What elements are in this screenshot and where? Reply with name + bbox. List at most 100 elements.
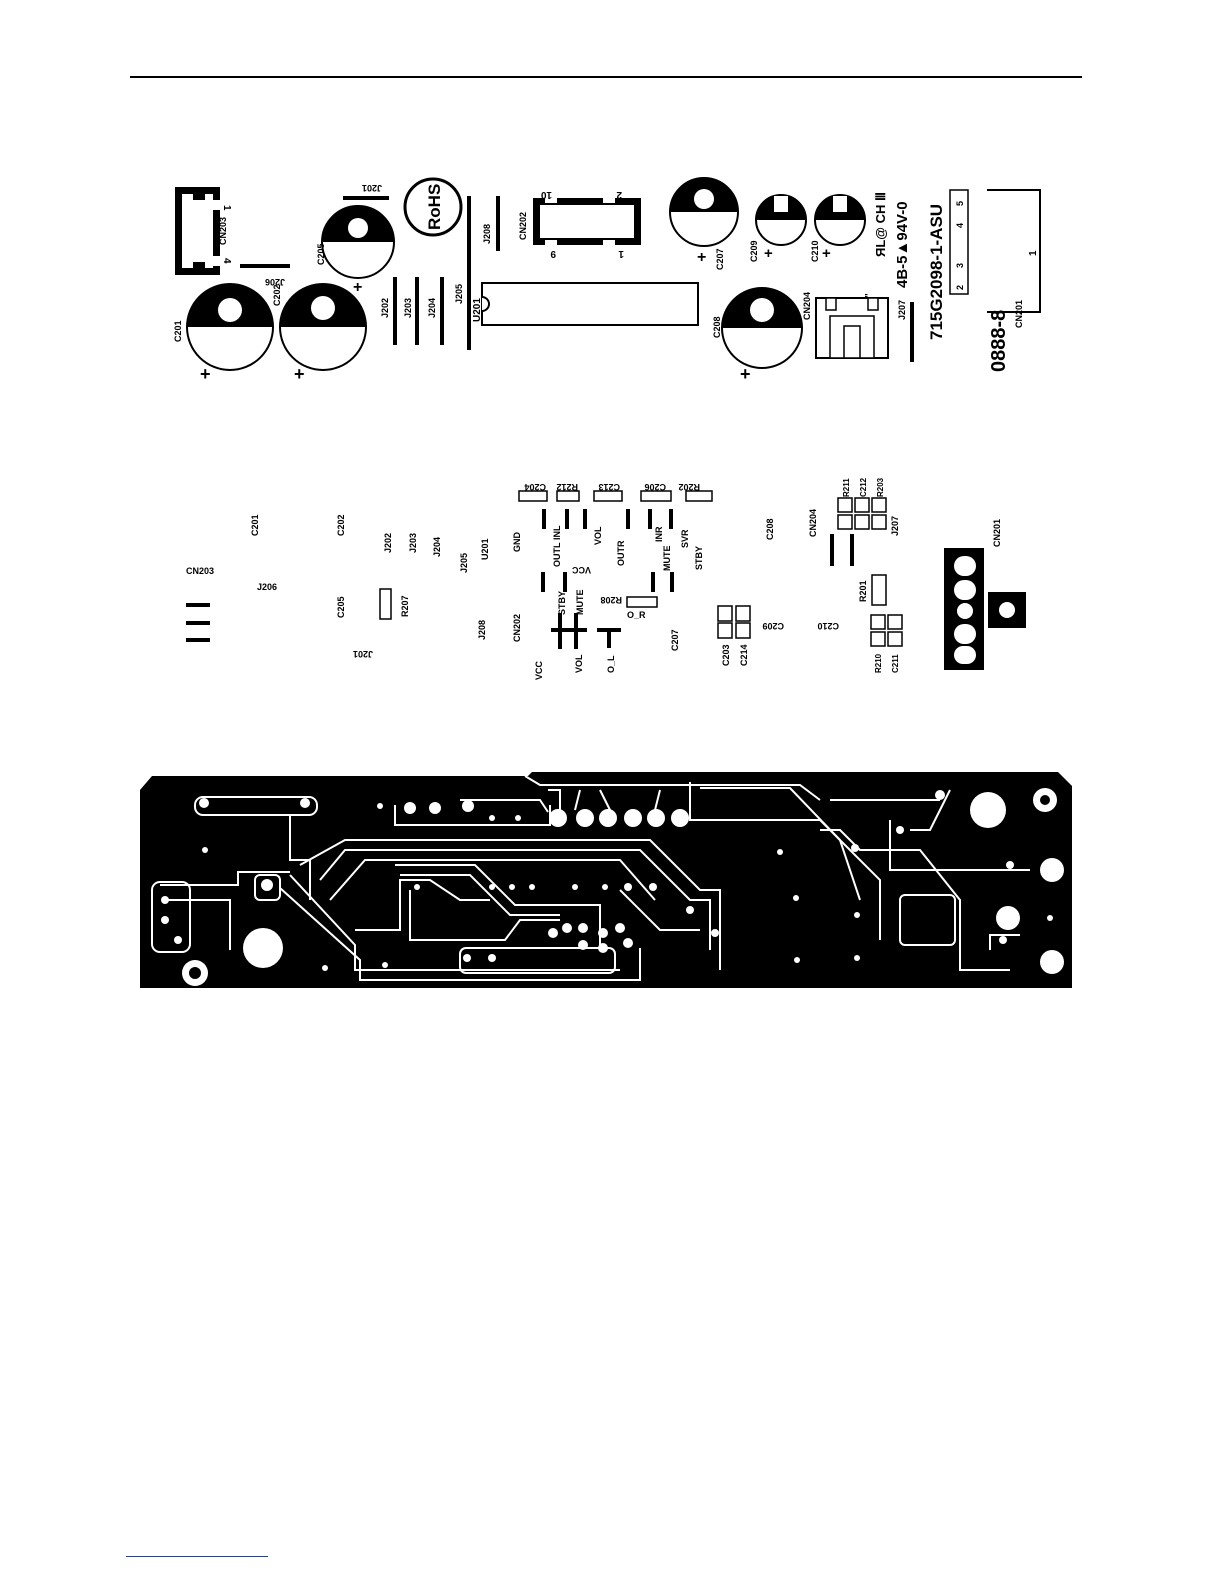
silkscreen-bottom-view: CN203 C201 J206 C202 C205 R207 J201 J202… <box>186 477 1026 680</box>
c208-top-label: C208 <box>712 316 722 338</box>
resistor-r211-pad <box>837 514 853 530</box>
resistor-r212-pad <box>556 490 580 502</box>
c202-top-label: C202 <box>272 284 282 306</box>
svg-text:+: + <box>353 279 362 296</box>
jumper-j207 <box>910 302 914 362</box>
cn201-bottom-label: CN201 <box>992 519 1002 547</box>
cn203-pad-2 <box>186 621 210 625</box>
cn203-bottom-label: CN203 <box>186 566 214 576</box>
stby-right-net-label: STBY <box>694 546 704 570</box>
u201-pad-mark <box>651 572 655 592</box>
j206-bottom-label: J206 <box>257 582 277 592</box>
c209-top-label: C209 <box>749 240 759 262</box>
c210-top-label: C210 <box>810 240 820 262</box>
r210-bottom-label: R210 <box>874 653 883 673</box>
u201-pad-mark <box>541 572 545 592</box>
j208-top-label: J208 <box>482 224 492 244</box>
j203-top-label: J203 <box>403 298 413 318</box>
flammability-rating: 4B-5▲94V-0 <box>894 201 911 288</box>
svg-text:+: + <box>294 364 305 384</box>
cn201-pin3-label: 3 <box>955 263 965 268</box>
mute-left-net-label: MUTE <box>575 590 585 616</box>
c205-bottom-label: C205 <box>336 596 346 618</box>
capacitor-c204-pad <box>518 490 548 502</box>
board-part-number: 715G2098-1-ASU <box>927 204 946 340</box>
vol-top-net-label: VOL <box>593 526 603 545</box>
capacitor-c203-pad <box>717 605 733 622</box>
capacitor-c208: + <box>721 287 803 384</box>
cn204-bottom-label: CN204 <box>808 509 818 537</box>
cn202-pin10-label: 10 <box>540 189 552 200</box>
resistor-r203-pad <box>871 514 887 530</box>
outl-net-label: OUTL <box>552 542 562 567</box>
date-code: 0888-8 <box>988 310 1010 372</box>
r201-bottom-label: R201 <box>858 580 868 602</box>
r207-bottom-label: R207 <box>400 595 410 617</box>
resistor-r207-pad <box>379 588 392 620</box>
cn204-connector <box>815 297 889 359</box>
j202-top-label: J202 <box>380 298 390 318</box>
j204-top-label: J204 <box>427 298 437 318</box>
cn201-housing <box>987 189 1041 313</box>
cn201-pin4-label: 4 <box>955 223 965 228</box>
capacitor-c203-pad <box>717 622 733 639</box>
capacitor-c212-pad <box>854 514 870 530</box>
svr-net-label: SVR <box>680 529 690 548</box>
r202-bottom-label: R202 <box>678 482 700 492</box>
cn201-top-label: CN201 <box>1014 300 1024 328</box>
vcc-mid-net-label: VCC <box>571 565 591 575</box>
j207-top-label: J207 <box>897 300 907 320</box>
cn203-pad-3 <box>186 638 210 642</box>
c207-top-label: C207 <box>715 248 725 270</box>
u201-pad-mark <box>669 509 673 529</box>
cn203-pad-1 <box>186 603 210 607</box>
c204-bottom-label: C204 <box>524 482 546 492</box>
svg-text:+: + <box>697 249 706 266</box>
vcc-bottom-net-label: VCC <box>534 660 544 680</box>
o-l-net-label: O_L <box>606 655 616 673</box>
r208-bottom-label: R208 <box>600 595 622 605</box>
capacitor-c214-pad <box>735 622 751 639</box>
u201-pad-mark <box>563 572 567 592</box>
cn201-pin2-label: 2 <box>955 285 965 290</box>
capacitor-c211-pad <box>887 614 903 630</box>
c210-bottom-label: C210 <box>817 621 839 631</box>
j201-top-label: J201 <box>362 183 382 193</box>
capacitor-c213-pad <box>593 490 623 502</box>
cn202-pin2-label: 2 <box>616 189 622 200</box>
cn204-pad-mark <box>850 534 854 566</box>
cn202-connector <box>533 198 641 245</box>
cn203-top-label: CN203 <box>218 217 228 245</box>
j203-bottom-label: J203 <box>408 533 418 553</box>
capacitor-c202: + <box>279 283 367 384</box>
cn203-pin1-label: 1 <box>221 205 232 211</box>
cn204-top-label: CN204 <box>802 292 812 320</box>
ic-u201-outline <box>481 282 699 326</box>
svg-text:+: + <box>822 245 831 262</box>
svg-text:+: + <box>740 364 751 384</box>
resistor-r210-pad <box>870 631 886 647</box>
jumper-mark <box>607 628 611 648</box>
capacitor-c206-pad <box>640 490 672 502</box>
c213-bottom-label: C213 <box>598 482 620 492</box>
rohs-logo <box>403 177 463 237</box>
j207-bottom-label: J207 <box>890 516 900 536</box>
c203-bottom-label: C203 <box>721 644 731 666</box>
u201-pad-mark <box>670 572 674 592</box>
outr-net-label: OUTR <box>616 540 626 566</box>
u201-pad-mark <box>626 509 630 529</box>
u201-pad-mark <box>542 509 546 529</box>
silkscreen-top-view: 1 4 CN203 + C201 + C202 J206 <box>173 177 1041 384</box>
resistor-r203-pad <box>871 497 887 513</box>
cn202-bottom-label: CN202 <box>512 614 522 642</box>
svg-text:+: + <box>764 245 773 262</box>
j201-bottom-label: J201 <box>353 649 373 659</box>
inl-net-label: INL <box>552 525 562 540</box>
jumper-j203 <box>415 277 419 345</box>
capacitor-c201: + <box>186 283 274 384</box>
cn202-pin9-label: 9 <box>550 248 556 259</box>
cn201-pin-frame <box>949 189 969 295</box>
c201-bottom-label: C201 <box>250 514 260 536</box>
j206-top-label: J206 <box>265 277 285 287</box>
c207-bottom-label: C207 <box>670 629 680 651</box>
